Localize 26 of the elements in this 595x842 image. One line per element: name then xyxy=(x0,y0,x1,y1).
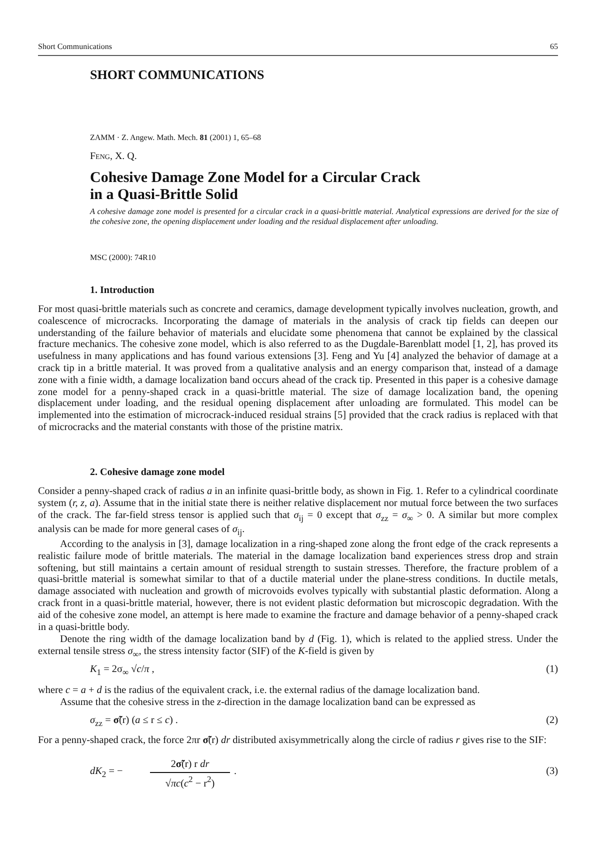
body-paragraph: Denote the ring width of the damage localization band by d (Fig. 1), which is related to the applied stress. Under the external tensile stress σ$_{∞}$, the stress intensity factor (SIF) of the K-field is given by xyxy=(38,634,558,661)
equation-number: (2) xyxy=(545,715,558,727)
equation: σ$_{zz}$ = σ̃(r) (a ≤ r ≤ c) . xyxy=(90,715,179,730)
article-title: Cohesive Damage Zone Model for a Circular Crack in a Quasi-Brittle Solid xyxy=(90,170,422,204)
citation-line: ZAMM · Z. Angew. Math. Mech. 81 (2001) 1, 65–68 xyxy=(90,133,262,143)
author-name: Feng, X. Q. xyxy=(90,151,138,163)
section-label: SHORT COMMUNICATIONS xyxy=(90,67,266,82)
classification-code: MSC (2000): 74R10 xyxy=(90,253,157,263)
equation: . xyxy=(234,766,238,778)
body-paragraph: Consider a penny-shaped crack of radius a in an infinite quasi-brittle body, as shown in Fig. 1. Refer to a cylindrical coordinate system (r, z, a). Assume that in the initial state there is neither relative displacement nor mutual force between the two surfaces of the crack. The far-field stress tensor is applied such that σ$_{ij}$ = 0 except that σ$_{zz}$ = σ$_{∞}$ > 0. A similar but more complex analysis can be made for more general cases of σ$_{ij}$. xyxy=(38,486,558,540)
equation: K$_{1}$ = 2σ$_{∞}$ √c/π , xyxy=(90,664,156,679)
body-paragraph: According to the analysis in [3], damage localization in a ring-shaped zone along the front edge of the crack represents a realistic failure mode of brittle materials. The material in the damage localization band experiences stress drop and strain softening, but still maintains a certain amount of residual strength to sustain stresses. Therefore, the fracture problem of a quasi-brittle material is somewhat similar to that of a ductile material under the plane-stress conditions. In ductile metals, damage associated with nucleation and growth of microvoids evolves typically with substantial plastic deformation. Along a crack front in a quasi-brittle material, however, there is not evident plastic deformation but microscopic degradation. With the aid of the cohesive zone model, an attempt is here made to examine the fracture and damage behavior of a penny-shaped crack in a quasi-brittle body. xyxy=(38,539,558,634)
body-paragraph: For a penny-shaped crack, the force 2πr σ̃(r) dr distributed axisymmetrically along the circle of radius r gives rise to the SIF: xyxy=(38,735,548,747)
body-paragraph: Assume that the cohesive stress in the z-direction in the damage localization band can be expressed as xyxy=(59,697,476,709)
equation: dK$_{2}$ = − xyxy=(90,766,124,781)
body-paragraph: where c = a + d is the radius of the equivalent crack, i.e. the external radius of the damage localization band. xyxy=(38,685,481,697)
abstract-text: A cohesive damage zone model is presented for a circular crack in a quasi-brittle material. Analytical expressions are derived for the size of the cohesive zone, the opening displacement under loading and the residual displacement after unloading. xyxy=(90,207,558,227)
section-heading: 1. Introduction xyxy=(90,285,156,297)
fraction-numerator: 2σ̃(r) r dr xyxy=(170,759,210,771)
equation-number: (3) xyxy=(545,766,558,778)
fraction-denominator: √πc(c$^{2}$ − r$^{2}$) xyxy=(164,774,216,790)
body-paragraph: For most quasi-brittle materials such as concrete and ceramics, damage development typically involves nucleation, growth, and coalescence of microcracks. Incorporating the damage of materials in the analysis of crack tip fields can deepen our understanding of the failure behavior of materials and elucidate some phenomena that cannot be explained by the classical fracture mechanics. The cohesive zone model, which is also referred to as the Dugdale-Barenblatt model [1, 2], has proved its usefulness in many applications and has found various extensions [3]. Feng and Yu [4] analyzed the behavior of damage at a crack tip in a brittle material. It was proved from a qualitative analysis and an energy comparison that, instead of a damage zone with a finie width, a damage localization band occurs ahead of the crack tip. Presented in this paper is a cohesive damage zone model for a penny-shaped crack in a quasi-brittle material. The size of damage localization band, the opening displacement under loading, and the residual opening displacement after unloading are formulated. This model can be implemented into the estimation of microcrack-induced residual strains [5] provided that the crack radius is replaced with that of microcracks and the material constants with those of the pristine matrix. xyxy=(38,304,558,434)
running-header: Short Communications xyxy=(38,42,113,52)
section-heading: 2. Cohesive damage zone model xyxy=(90,467,226,479)
equation-number: (1) xyxy=(545,664,558,676)
page-number: 65 xyxy=(549,42,558,52)
